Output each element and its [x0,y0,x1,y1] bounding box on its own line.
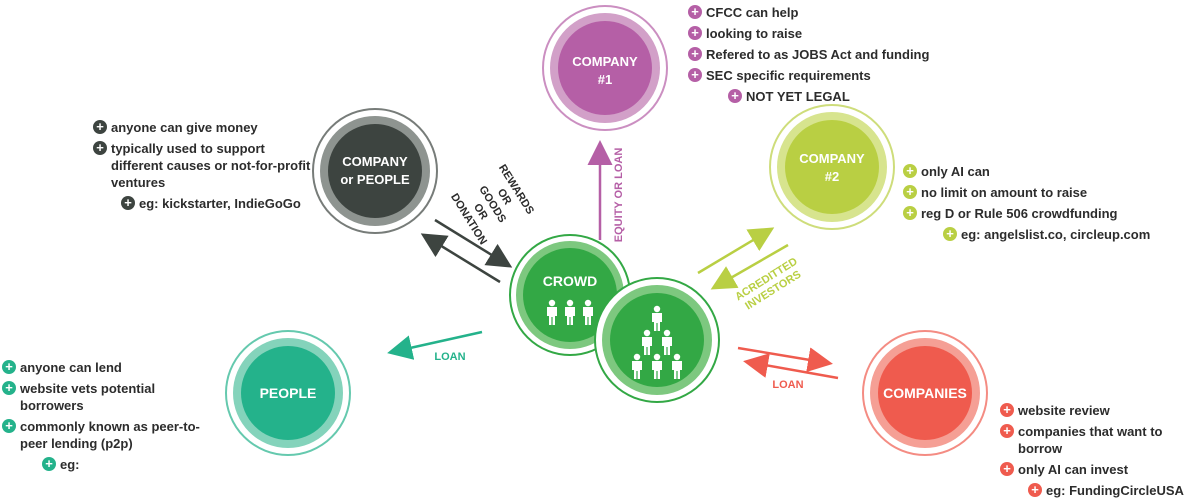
list-item-text: eg: kickstarter, IndieGoGo [139,196,301,211]
people-label: PEOPLE [260,385,317,401]
accredited-label: ACREDITTED INVESTORS [733,256,803,313]
company-people-node: COMPANY or PEOPLE [312,108,438,234]
list-item: + eg: [42,456,222,473]
list-item: + eg: kickstarter, IndieGoGo [121,195,318,212]
plus-icon: + [728,89,742,103]
list-item: + Refered to as JOBS Act and funding [688,46,948,63]
company1-bullets: + CFCC can help + looking to raise + Refere… [688,4,948,109]
list-item-text: CFCC can help [706,5,799,20]
list-item-text: commonly known as peer-to-peer lending (… [20,419,200,451]
plus-icon: + [688,26,702,40]
plus-icon: + [688,5,702,19]
plus-icon: + [1000,424,1014,438]
list-item: + CFCC can help [688,4,948,21]
list-item: + website review [1000,402,1198,419]
list-item: + no limit on amount to raise [903,184,1163,201]
plus-icon: + [93,141,107,155]
list-item-text: eg: angelslist.co, circleup.com [961,227,1151,242]
list-item: + reg D or Rule 506 crowdfunding [903,205,1163,222]
company2-line1: COMPANY [799,151,865,166]
crowdfunding-diagram: COMPANY #1 COMPANY or PEOPLE COMPANY #2 … [225,5,988,456]
companies-label: COMPANIES [883,385,967,401]
list-item: + looking to raise [688,25,948,42]
list-item-text: looking to raise [706,26,803,41]
loan-people-label: LOAN [434,351,465,363]
plus-icon: + [121,196,135,210]
list-item: + website vets potential borrowers [2,380,222,414]
list-item: + commonly known as peer-to-peer lending … [2,418,222,452]
companies-bullets: + website review + companies that want to … [1000,402,1198,503]
rewards-arrows [420,218,513,284]
plus-icon: + [42,457,56,471]
list-item: + anyone can lend [2,359,222,376]
plus-icon: + [1000,462,1014,476]
list-item-text: anyone can lend [20,360,122,375]
people-node: PEOPLE [225,330,351,456]
list-item-text: only AI can [921,164,990,179]
equity-label: EQUITY OR LOAN [613,148,625,243]
list-item: + anyone can give money [93,119,318,136]
plus-icon: + [688,47,702,61]
loan-people-arrow [387,330,483,360]
list-item-text: NOT YET LEGAL [746,89,850,104]
people-bullets: + anyone can lend + website vets potential… [2,359,222,477]
plus-icon: + [1028,483,1042,497]
list-item: + only AI can invest [1000,461,1198,478]
company2-bullets: + only AI can + no limit on amount to rais… [903,163,1163,247]
plus-icon: + [903,185,917,199]
list-item: + typically used to support different cau… [93,140,318,191]
plus-icon: + [93,120,107,134]
company-people-line1: COMPANY [342,154,408,169]
company2-line2: #2 [825,169,839,184]
list-item-text: SEC specific requirements [706,68,871,83]
companies-node: COMPANIES [862,330,988,456]
list-item: + companies that want to borrow [1000,423,1198,457]
plus-icon: + [2,419,16,433]
company1-line2: #1 [598,72,612,87]
list-item-text: only AI can invest [1018,462,1129,477]
list-item: + eg: FundingCircleUSA [1028,482,1198,499]
company1-node: COMPANY #1 [542,5,668,131]
list-item-text: eg: FundingCircleUSA [1046,483,1184,498]
plus-icon: + [903,164,917,178]
list-item-text: typically used to support different caus… [111,141,311,190]
plus-icon: + [688,68,702,82]
loan-companies-arrows [737,346,839,380]
plus-icon: + [2,381,16,395]
list-item: + only AI can [903,163,1163,180]
company2-node: COMPANY #2 [769,104,895,230]
crowd-node: CROWD [509,234,720,403]
list-item: + NOT YET LEGAL [728,88,948,105]
accredited-arrows [697,227,789,290]
list-item-text: no limit on amount to raise [921,185,1088,200]
list-item: + eg: angelslist.co, circleup.com [943,226,1163,243]
plus-icon: + [1000,403,1014,417]
list-item-text: anyone can give money [111,120,258,135]
list-item-text: Refered to as JOBS Act and funding [706,47,930,62]
list-item-text: reg D or Rule 506 crowdfunding [921,206,1118,221]
list-item-text: website vets potential borrowers [20,381,156,413]
plus-icon: + [2,360,16,374]
plus-icon: + [943,227,957,241]
list-item-text: companies that want to borrow [1018,424,1163,456]
loan-companies-label: LOAN [772,379,803,391]
list-item-text: eg: [60,457,80,472]
crowd-label: CROWD [543,273,597,289]
rewards-label: REWARDS OR GOODS OR DONATION [448,162,536,246]
company-people-line2: or PEOPLE [340,172,410,187]
company-people-bullets: + anyone can give money + typically used t… [93,119,318,216]
list-item-text: website review [1018,403,1110,418]
plus-icon: + [903,206,917,220]
list-item: + SEC specific requirements [688,67,948,84]
company1-line1: COMPANY [572,54,638,69]
